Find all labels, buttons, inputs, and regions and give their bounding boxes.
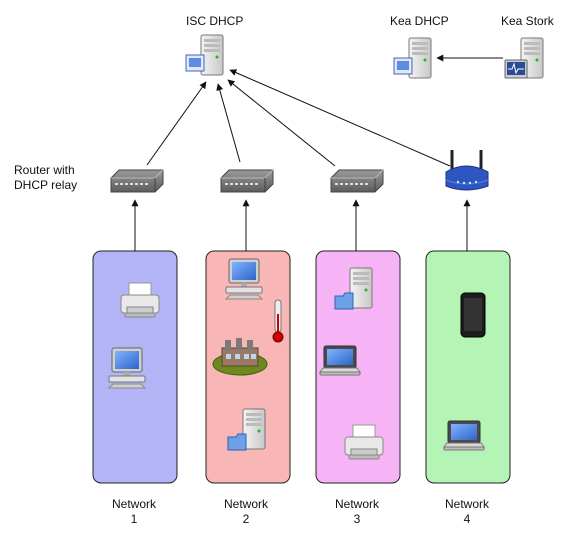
kea-dhcp-label: Kea DHCP	[390, 14, 449, 28]
file-server-icon	[227, 408, 266, 451]
kea-stork-server-icon	[504, 37, 544, 79]
network-4-label: Network 4	[437, 497, 497, 527]
router-3-to-isc-arrow	[227, 79, 336, 167]
network-word: Network	[444, 497, 489, 511]
network-number: 2	[242, 512, 250, 526]
laptop-icon	[319, 345, 361, 376]
wifi-router-icon	[445, 150, 489, 191]
router-3-icon	[330, 169, 384, 193]
isc-dhcp-label: ISC DHCP	[186, 14, 244, 28]
network-word: Network	[111, 497, 156, 511]
router-2-icon	[220, 169, 274, 193]
router-1-to-isc-arrow	[146, 81, 207, 166]
network-number: 1	[130, 512, 138, 526]
router-2-to-isc-arrow	[216, 83, 241, 163]
router-relay-line1: Router with	[14, 163, 75, 177]
network-4-box	[425, 250, 511, 484]
thermometer-icon	[272, 299, 284, 343]
kea-stork-label: Kea Stork	[501, 14, 554, 28]
file-server-icon	[334, 267, 373, 310]
network-2-label: Network 2	[216, 497, 276, 527]
desktop-computer-icon	[108, 347, 146, 389]
network-word: Network	[223, 497, 268, 511]
laptop-icon	[443, 420, 485, 451]
network-3-label: Network 3	[327, 497, 387, 527]
network-number: 3	[353, 512, 361, 526]
smartphone-icon	[460, 292, 486, 338]
desktop-computer-icon	[225, 258, 263, 300]
network-1-label: Network 1	[104, 497, 164, 527]
router-relay-label: Router with DHCP relay	[14, 163, 77, 193]
isc-dhcp-server-icon	[185, 34, 224, 76]
router-4-to-isc-arrow	[229, 69, 451, 167]
router-1-icon	[110, 169, 164, 193]
factory-icon	[212, 338, 268, 376]
network-number: 4	[463, 512, 471, 526]
kea-dhcp-server-icon	[393, 37, 432, 79]
network-word: Network	[334, 497, 379, 511]
router-relay-line2: DHCP relay	[14, 178, 78, 192]
